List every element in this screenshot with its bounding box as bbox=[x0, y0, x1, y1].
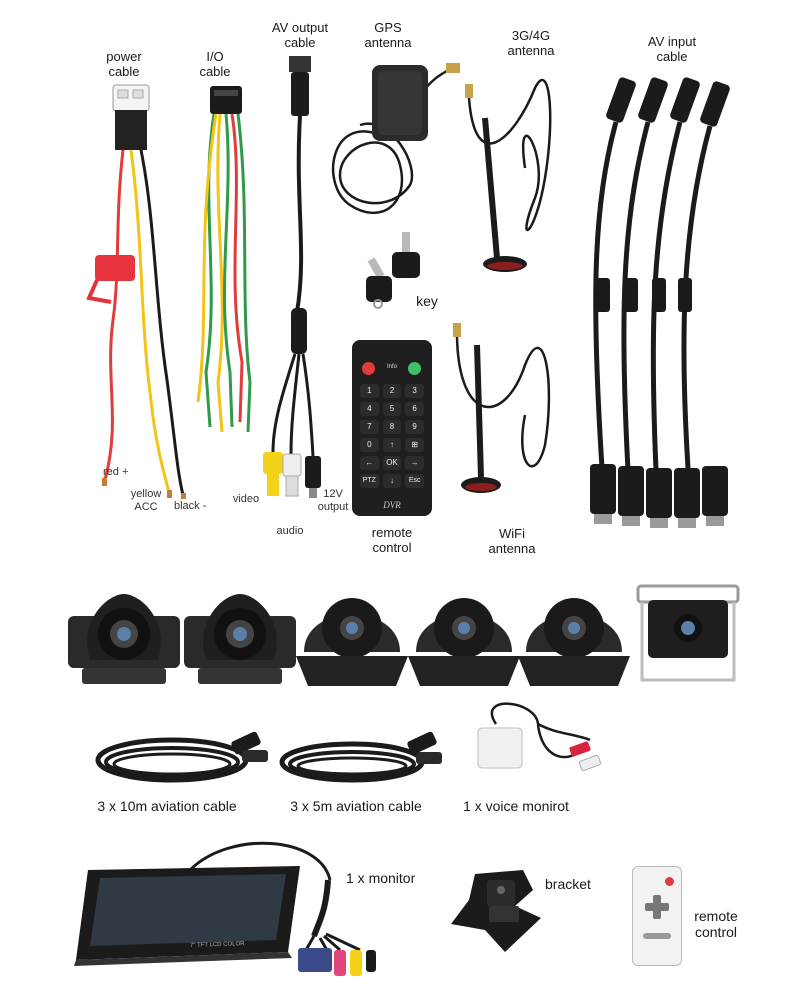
av-output-cable bbox=[255, 52, 350, 522]
label-remote-control: remote control bbox=[371, 525, 413, 555]
label-gps-antenna: GPS antenna bbox=[364, 20, 412, 50]
label-yellow-acc: yellow ACC bbox=[130, 488, 162, 513]
label-monitor: 1 x monitor bbox=[346, 870, 416, 886]
remote-key: OK bbox=[382, 456, 402, 470]
remote-key: 0 bbox=[360, 438, 379, 452]
remote-key: → bbox=[405, 456, 424, 470]
monitor-remote bbox=[632, 866, 682, 966]
remote-key-light bbox=[408, 362, 421, 375]
side-camera-1 bbox=[68, 590, 180, 690]
remote-keypad: 1 2 3 4 5 6 7 8 9 0 ↑ ⊞ ← OK → PTZ ↓ Esc bbox=[360, 384, 424, 488]
label-black-minus: black - bbox=[174, 500, 207, 512]
aviation-cable-5m bbox=[276, 722, 446, 790]
label-av-output-cable: AV output cable bbox=[271, 20, 329, 50]
wifi-antenna bbox=[445, 305, 560, 500]
power-cable bbox=[85, 80, 195, 500]
side-camera-2 bbox=[184, 590, 296, 690]
remote-key: Esc bbox=[405, 474, 424, 488]
label-10m-cable: 3 x 10m aviation cable bbox=[97, 798, 237, 814]
label-5m-cable: 3 x 5m aviation cable bbox=[290, 798, 422, 814]
remote-dpad-icon bbox=[645, 895, 669, 919]
rear-camera bbox=[636, 584, 740, 688]
remote-brand: DVR bbox=[383, 500, 401, 510]
remote-key: ↑ bbox=[382, 438, 402, 452]
remote-key: 7 bbox=[360, 420, 379, 434]
dome-camera-2 bbox=[408, 582, 520, 692]
remote-key: 2 bbox=[382, 384, 402, 398]
remote-key: 6 bbox=[405, 402, 424, 416]
label-av-input-cable: AV input cable bbox=[647, 34, 697, 64]
label-red-plus: red + bbox=[103, 466, 129, 478]
remote-key: 4 bbox=[360, 402, 379, 416]
remote-key: 5 bbox=[382, 402, 402, 416]
label-io-cable: I/O cable bbox=[199, 49, 231, 79]
label-key: key bbox=[416, 293, 438, 309]
label-remote-control-small: remote control bbox=[694, 908, 738, 940]
av-input-cables bbox=[572, 68, 742, 538]
remote-key: ⊞ bbox=[405, 438, 424, 452]
label-bracket: bracket bbox=[545, 876, 591, 892]
label-audio: audio bbox=[276, 525, 304, 537]
label-power-cable: power cable bbox=[106, 49, 142, 79]
remote-key: 1 bbox=[360, 384, 379, 398]
dome-camera-1 bbox=[296, 582, 408, 692]
remote-key: PTZ bbox=[360, 474, 379, 488]
key-icon bbox=[358, 228, 428, 313]
remote-button-row bbox=[643, 933, 671, 939]
power-icon bbox=[362, 362, 375, 375]
remote-key: ↓ bbox=[382, 474, 402, 488]
monitor-bracket bbox=[445, 866, 560, 956]
lcd-monitor: 7" TFT LCD COLOR bbox=[70, 840, 380, 990]
dome-camera-3 bbox=[518, 582, 630, 692]
remote-key: 9 bbox=[405, 420, 424, 434]
label-video: video bbox=[232, 493, 260, 505]
gps-antenna bbox=[320, 55, 470, 225]
label-3g4g-antenna: 3G/4G antenna bbox=[507, 28, 555, 58]
label-wifi-antenna: WiFi antenna bbox=[488, 526, 536, 556]
voice-monitor bbox=[466, 702, 606, 790]
label-12v-output: 12V output bbox=[317, 488, 349, 513]
remote-control: Info 1 2 3 4 5 6 7 8 9 0 ↑ ⊞ ← OK → PTZ … bbox=[352, 340, 432, 516]
power-icon bbox=[665, 877, 674, 886]
remote-key-info: Info bbox=[386, 364, 397, 370]
remote-key: 8 bbox=[382, 420, 402, 434]
remote-key: 3 bbox=[405, 384, 424, 398]
label-voice-monitor: 1 x voice monirot bbox=[463, 798, 569, 814]
io-cable bbox=[190, 82, 260, 442]
antenna-3g4g bbox=[455, 58, 565, 278]
aviation-cable-10m bbox=[92, 720, 272, 790]
remote-key: ← bbox=[360, 456, 379, 470]
